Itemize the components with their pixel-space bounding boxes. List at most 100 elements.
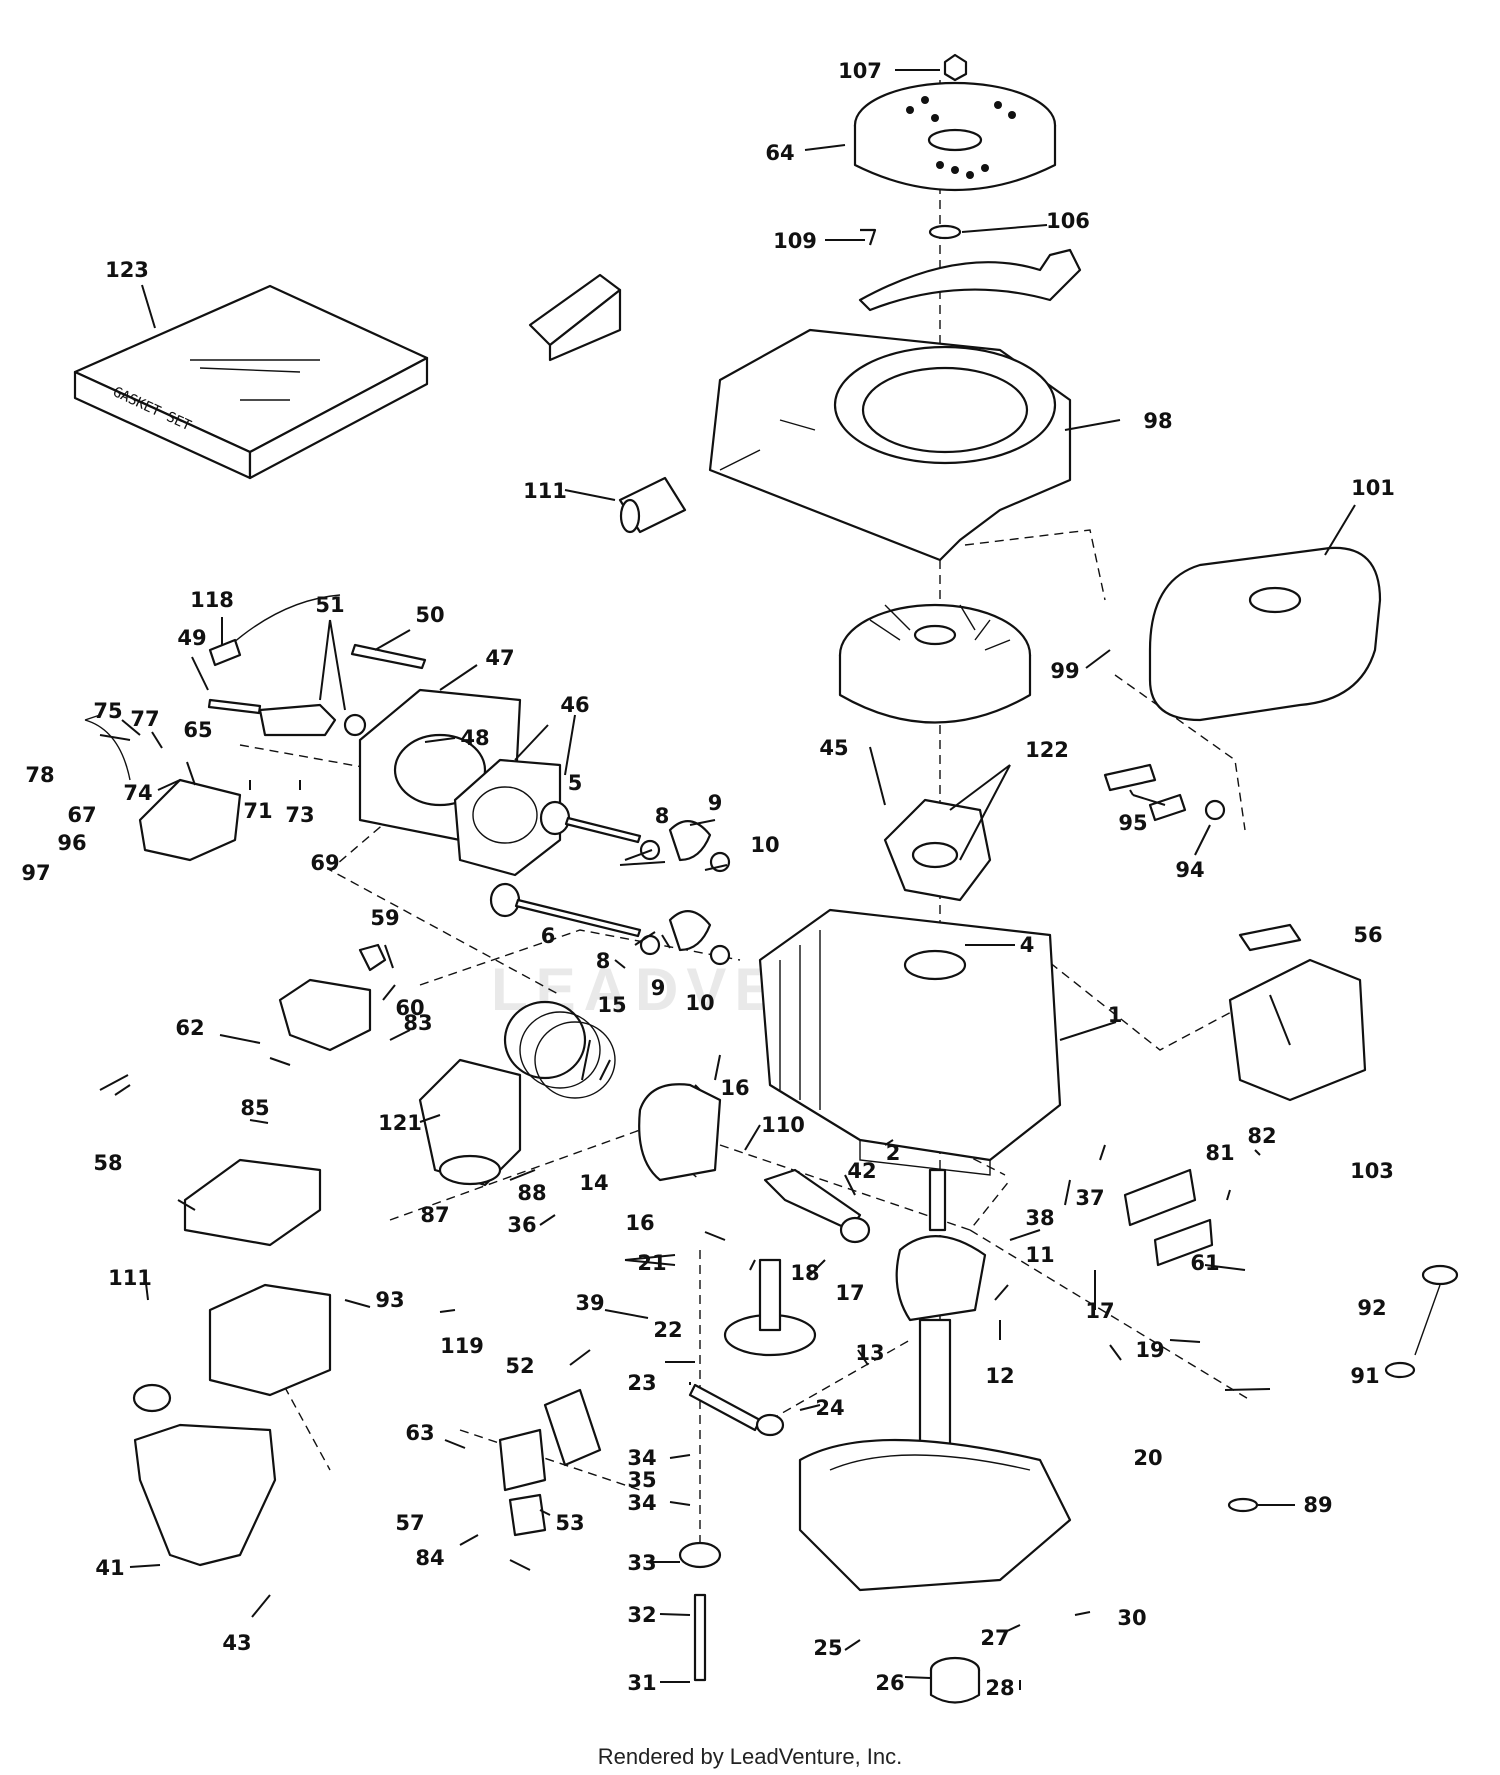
callout-52: 52 bbox=[505, 1354, 534, 1378]
callout-111a: 111 bbox=[523, 479, 567, 503]
part-bolt-49 bbox=[207, 698, 262, 715]
part-air-cleaner-cover-64 bbox=[853, 53, 1057, 191]
callout-111b: 111 bbox=[108, 1266, 152, 1290]
callout-121: 121 bbox=[378, 1111, 422, 1135]
callout-50: 50 bbox=[415, 603, 444, 627]
callout-22: 22 bbox=[653, 1318, 682, 1342]
callout-94: 94 bbox=[1175, 858, 1204, 882]
callout-26: 26 bbox=[875, 1671, 904, 1695]
callout-93: 93 bbox=[375, 1288, 404, 1312]
callout-87: 87 bbox=[420, 1203, 449, 1227]
callout-17a: 17 bbox=[835, 1281, 864, 1305]
callout-73: 73 bbox=[285, 803, 314, 827]
callout-89: 89 bbox=[1303, 1493, 1332, 1517]
callout-13: 13 bbox=[855, 1341, 884, 1365]
part-governor-link-23 bbox=[688, 1383, 785, 1437]
part-camshaft-22 bbox=[723, 1258, 817, 1357]
part-bolt-50 bbox=[350, 643, 427, 670]
callout-83: 83 bbox=[403, 1011, 432, 1035]
callout-20: 20 bbox=[1133, 1446, 1162, 1470]
part-tube-111-upper bbox=[618, 476, 687, 534]
part-wire-78 bbox=[84, 714, 131, 781]
part-dipstick-92 bbox=[1384, 1264, 1459, 1379]
callout-95: 95 bbox=[1118, 811, 1147, 835]
callout-65: 65 bbox=[183, 718, 212, 742]
callout-48: 48 bbox=[460, 726, 489, 750]
callout-106: 106 bbox=[1046, 209, 1090, 233]
callout-53: 53 bbox=[555, 1511, 584, 1535]
callout-30: 30 bbox=[1117, 1606, 1146, 1630]
callout-32: 32 bbox=[627, 1603, 656, 1627]
callout-8a: 8 bbox=[655, 804, 670, 828]
callout-23: 23 bbox=[627, 1371, 656, 1395]
callout-51: 51 bbox=[315, 593, 344, 617]
part-gasket-set-box: GASKET SET bbox=[73, 284, 429, 480]
callout-6: 6 bbox=[541, 924, 556, 948]
callout-24: 24 bbox=[815, 1396, 844, 1420]
callout-103: 103 bbox=[1350, 1159, 1394, 1183]
callout-11: 11 bbox=[1025, 1243, 1054, 1267]
part-engine-block-1 bbox=[758, 908, 1062, 1176]
callout-31: 31 bbox=[627, 1671, 656, 1695]
callout-119: 119 bbox=[440, 1334, 484, 1358]
callout-64: 64 bbox=[765, 141, 794, 165]
callout-38: 38 bbox=[1025, 1206, 1054, 1230]
part-bracket-top bbox=[528, 273, 622, 362]
callout-49: 49 bbox=[177, 626, 206, 650]
callout-71: 71 bbox=[243, 799, 272, 823]
part-crankshaft-11 bbox=[895, 1168, 987, 1472]
callout-25: 25 bbox=[813, 1636, 842, 1660]
part-fuel-tank-101 bbox=[1148, 546, 1382, 722]
callout-16b: 16 bbox=[625, 1211, 654, 1235]
part-piston-14 bbox=[638, 1083, 722, 1182]
callout-43: 43 bbox=[222, 1631, 251, 1655]
part-head-gasket-46 bbox=[453, 758, 562, 877]
callout-46: 46 bbox=[560, 693, 589, 717]
part-spark-plug-51 bbox=[258, 703, 367, 737]
part-ignition-module bbox=[883, 798, 992, 902]
callout-27: 27 bbox=[980, 1626, 1009, 1650]
callout-118: 118 bbox=[190, 588, 234, 612]
leader-lines bbox=[99, 69, 1356, 1690]
callout-17b: 17 bbox=[1085, 1299, 1114, 1323]
callout-59: 59 bbox=[370, 906, 399, 930]
part-recoil-starter-56 bbox=[1228, 923, 1367, 1102]
callout-34a: 34 bbox=[627, 1446, 656, 1470]
callout-69: 69 bbox=[310, 851, 339, 875]
part-washer-89 bbox=[1227, 1497, 1259, 1513]
callout-9a: 9 bbox=[708, 791, 723, 815]
part-sump-25 bbox=[798, 1438, 1072, 1592]
callout-78: 78 bbox=[25, 763, 54, 787]
callout-37: 37 bbox=[1075, 1186, 1104, 1210]
callout-61: 61 bbox=[1190, 1251, 1219, 1275]
part-air-cleaner-body-41 bbox=[132, 1383, 277, 1567]
callout-1: 1 bbox=[1108, 1003, 1123, 1027]
callout-8b: 8 bbox=[596, 949, 611, 973]
part-bracket-arc bbox=[858, 228, 1082, 312]
callout-99: 99 bbox=[1050, 659, 1079, 683]
callout-60: 60 bbox=[395, 996, 424, 1020]
part-carburetor-121 bbox=[418, 1058, 522, 1187]
callout-82: 82 bbox=[1247, 1124, 1276, 1148]
callout-96: 96 bbox=[57, 831, 86, 855]
part-flywheel bbox=[838, 603, 1032, 724]
callout-57: 57 bbox=[395, 1511, 424, 1535]
callout-75: 75 bbox=[93, 699, 122, 723]
callout-62: 62 bbox=[175, 1016, 204, 1040]
callout-97: 97 bbox=[21, 861, 50, 885]
callout-39: 39 bbox=[575, 1291, 604, 1315]
callout-77: 77 bbox=[130, 707, 159, 731]
part-blower-housing-98 bbox=[708, 328, 1072, 562]
callout-122: 122 bbox=[1025, 738, 1069, 762]
part-piston-rings-15 bbox=[503, 1000, 616, 1099]
callout-45: 45 bbox=[819, 736, 848, 760]
part-oil-seal-26 bbox=[929, 1656, 981, 1704]
part-hose-95-clamp-94 bbox=[1103, 763, 1226, 822]
callout-110: 110 bbox=[761, 1113, 805, 1137]
callout-35: 35 bbox=[627, 1468, 656, 1492]
callout-19: 19 bbox=[1135, 1338, 1164, 1362]
callout-16a: 16 bbox=[720, 1076, 749, 1100]
callout-12: 12 bbox=[985, 1364, 1014, 1388]
part-washer-106 bbox=[928, 224, 962, 240]
